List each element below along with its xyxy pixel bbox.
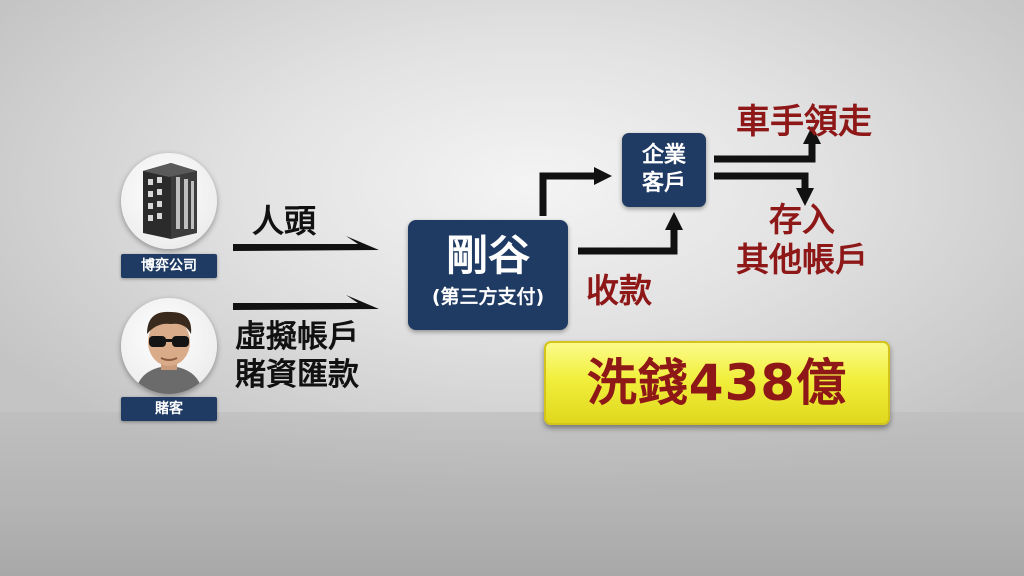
business-client-line1: 企業 [641, 143, 686, 168]
collect-payment-label: 收款 [586, 271, 652, 310]
arrow-collect-to-business [578, 228, 678, 255]
gambler-tag: 賭客 [121, 397, 217, 421]
withdraw-label: 車手領走 [736, 102, 872, 142]
arrow-business-to-withdraw [714, 142, 816, 163]
deposit-label-line1: 存入 [769, 200, 835, 239]
nominee-label: 人頭 [252, 202, 317, 240]
business-client-line2: 客戶 [641, 171, 686, 196]
arrow-business-to-deposit [714, 172, 809, 190]
payment-company-box: 剛谷 (第三方支付) [408, 220, 568, 330]
arrow-payment-to-business [539, 172, 596, 216]
arrow-company-to-payment [233, 236, 379, 251]
virtual-account-label: 虛擬帳戶 [235, 319, 359, 355]
company-tag: 博弈公司 [121, 254, 217, 278]
gambling-funds-label: 賭資匯款 [235, 357, 359, 393]
business-client-box: 企業 客戶 [622, 133, 706, 207]
payment-company-name: 剛谷 [445, 231, 530, 280]
money-laundering-headline: 洗錢438億 [544, 341, 890, 425]
deposit-label-line2: 其他帳戶 [736, 240, 868, 279]
gambler-sunglasses-icon [121, 298, 217, 394]
payment-company-subtitle: (第三方支付) [431, 286, 545, 308]
background-floor [0, 412, 1024, 576]
arrow-gambler-to-payment [233, 295, 379, 310]
office-building-icon [121, 153, 217, 249]
